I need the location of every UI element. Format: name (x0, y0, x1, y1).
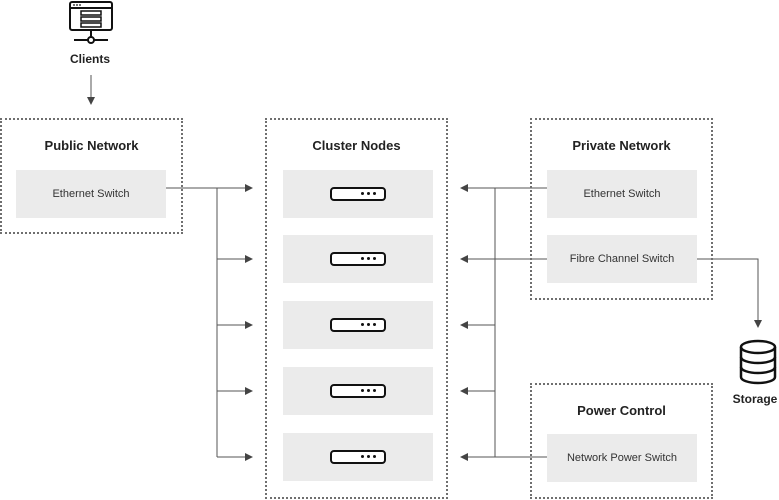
fibre-channel-switch[interactable]: Fibre Channel Switch (547, 235, 697, 283)
power-control-group: Power Control Network Power Switch (530, 383, 713, 499)
private-network-group: Private Network Ethernet Switch Fibre Ch… (530, 118, 713, 300)
public-ethernet-switch[interactable]: Ethernet Switch (16, 170, 166, 218)
cluster-node[interactable] (283, 235, 433, 283)
cluster-node[interactable] (283, 433, 433, 481)
public-network-title: Public Network (44, 138, 139, 153)
public-network-group: Public Network Ethernet Switch (0, 118, 183, 234)
server-rack-icon (330, 450, 386, 464)
clients-icon (68, 1, 114, 45)
private-ethernet-switch[interactable]: Ethernet Switch (547, 170, 697, 218)
power-control-title: Power Control (577, 403, 666, 418)
clients-label: Clients (69, 52, 110, 66)
cluster-node[interactable] (283, 170, 433, 218)
cluster-node[interactable] (283, 367, 433, 415)
server-rack-icon (330, 318, 386, 332)
database-icon (739, 339, 777, 385)
network-power-switch[interactable]: Network Power Switch (547, 434, 697, 482)
cluster-node[interactable] (283, 301, 433, 349)
server-rack-icon (330, 384, 386, 398)
server-rack-icon (330, 187, 386, 201)
cluster-nodes-group: Cluster Nodes (265, 118, 448, 499)
cluster-nodes-title: Cluster Nodes (312, 138, 401, 153)
private-network-title: Private Network (572, 138, 671, 153)
storage-label: Storage (732, 392, 778, 406)
server-rack-icon (330, 252, 386, 266)
